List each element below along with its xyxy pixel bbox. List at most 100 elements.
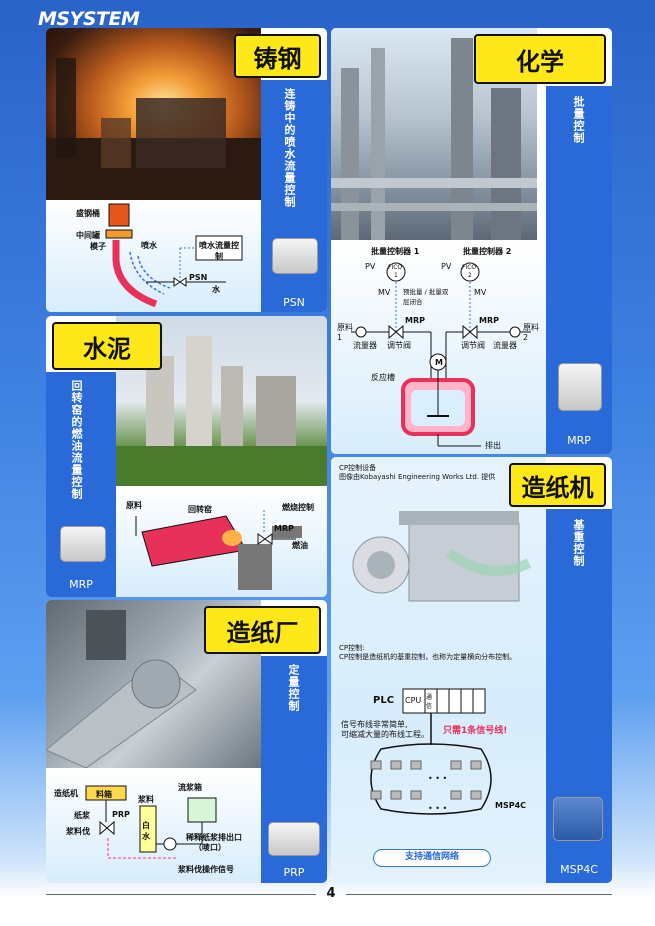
cement-title: 水泥 — [52, 322, 162, 370]
chem-tank-label: 反应槽 — [371, 373, 395, 382]
paper-ellipsis2: • • • — [428, 804, 448, 813]
paper-wiring2: 可缩减大量的布线工程。 — [341, 730, 429, 739]
steel-ladle-label: 盛钢桶 — [76, 209, 100, 218]
chem-ctrl1-label: 批量控制器 1 — [371, 247, 420, 256]
cement-subtitle: 回转窑的燃油流量控制 — [70, 380, 83, 500]
chem-ctrl2-label: 批量控制器 2 — [463, 247, 512, 256]
cement-photo-art — [116, 336, 327, 486]
steel-diagram: 盛钢桶 中间罐 模子 喷水 喷水流量控制 PSN 水 — [46, 200, 261, 312]
chem-motor-label: M — [435, 358, 443, 367]
mill-slurry-label: 浆料 — [138, 795, 154, 804]
cement-photo — [116, 316, 327, 486]
steel-product-label: PSN — [283, 296, 305, 309]
chem-mrp2-label: MRP — [479, 316, 499, 325]
cement-panel: 水泥 回转窑的燃油流量控制 MRP 原料 回转窑 燃烧控制 MRP 燃油 — [46, 316, 327, 597]
cement-fuel-label: 燃油 — [292, 541, 308, 550]
mill-outlet2-label: （唛口） — [194, 843, 226, 852]
paper-network-diagram — [370, 688, 492, 815]
chem-note-label: 预批量 / 批量双层闭合 — [403, 288, 449, 306]
footer-line-right — [346, 894, 612, 895]
papermill-subtitle: 定量控制 — [287, 664, 300, 712]
paper-wiring1: 信号布线非常简单, — [341, 720, 408, 729]
paper-highlight: 只需1条信号线! — [443, 726, 508, 736]
network-support-badge: 支持通信网络 — [373, 849, 491, 867]
chemical-diagram-art — [351, 262, 531, 447]
chemical-panel: 化学 批量控制 MRP 批量控制器 1 批量控制器 2 PV — [331, 28, 612, 454]
chemical-product-label: MRP — [567, 434, 591, 447]
chem-fico1-label: FICO — [388, 264, 403, 271]
steel-spray-label: 喷水 — [141, 241, 157, 250]
msp4c-product-image — [553, 797, 603, 841]
chem-pv1-label: PV — [365, 262, 376, 271]
cement-control-label: 燃烧控制 — [282, 503, 314, 512]
chem-mv1-label: MV — [378, 288, 391, 297]
chemical-subtitle: 批量控制 — [572, 96, 585, 144]
psn-product-image — [272, 238, 318, 274]
chem-mat1-label: 原料 1 — [337, 323, 353, 342]
chem-mrp1-label: MRP — [405, 316, 425, 325]
page-number: 4 — [326, 886, 336, 901]
cement-kiln-label: 回转窑 — [188, 505, 212, 514]
logo: MSYSTEM — [38, 8, 140, 30]
papermill-diagram-art — [85, 785, 217, 859]
mill-white-label: 白水 — [142, 821, 150, 841]
steel-water-label: 水 — [212, 285, 220, 294]
chemical-diagram: 批量控制器 1 批量控制器 2 PV PV FICO 1 FICO 2 MV M… — [331, 240, 546, 454]
paper-plc-label: PLC — [373, 695, 395, 706]
papermachine-credit1: CP控制设备 — [339, 464, 377, 472]
papermill-photo-art — [46, 610, 197, 768]
chemical-title: 化学 — [474, 34, 606, 84]
mill-prp-label: PRP — [112, 810, 130, 819]
chem-fico1-number: 1 — [394, 272, 398, 279]
chem-mv2-label: MV — [474, 288, 487, 297]
chem-fico2-number: 2 — [468, 272, 472, 279]
papermachine-product-label: MSP4C — [560, 863, 598, 876]
chemical-photo — [331, 28, 537, 240]
prp-product-image — [268, 822, 320, 856]
mill-signal-label: 浆料伐操作信号 — [178, 865, 234, 874]
chem-fico2-label: FICO — [462, 264, 477, 271]
papermachine-subtitle: 基重控制 — [572, 519, 585, 567]
papermachine-panel: 造纸机 基重控制 MSP4C CP控制设备 图像由Kobayashi Engin… — [331, 457, 612, 883]
mill-flowbox-label: 流浆箱 — [178, 783, 202, 792]
chem-out-label: 排出 — [485, 441, 501, 450]
steel-control-label: 喷水流量控制 — [199, 241, 239, 261]
paper-machine-illustration — [352, 511, 532, 602]
steel-valve-label: PSN — [189, 273, 208, 282]
papermill-title: 造纸厂 — [204, 606, 321, 654]
papermill-diagram: 造纸机 料箱 纸浆 PRP 浆料伐 浆料 白水 流浆箱 稀释纸浆排出口 （唛口）… — [46, 768, 261, 883]
mill-machine-label: 造纸机 — [54, 789, 78, 798]
mrp-product-image-2 — [60, 526, 106, 562]
papermill-panel: 造纸厂 定量控制 PRP 造纸机 料箱 纸浆 PRP 浆料伐 浆料 白水 流浆箱… — [46, 600, 327, 883]
mill-outlet1-label: 稀释纸浆排出口 — [186, 833, 242, 842]
chem-valve2-label: 调节阀 — [461, 341, 485, 350]
paper-cpu-label: CPU — [405, 696, 422, 705]
cement-material-label: 原料 — [126, 501, 142, 510]
steel-tundish-label: 中间罐 — [76, 231, 100, 240]
steel-photo — [46, 28, 261, 200]
steel-photo-art — [46, 58, 261, 200]
mill-box-label: 料箱 — [96, 790, 112, 799]
steel-subtitle: 连铸中的喷水流量控制 — [283, 88, 296, 208]
paper-device-label: MSP4C — [495, 801, 527, 810]
mrp-product-image-1 — [558, 363, 602, 411]
papermill-product-label: PRP — [283, 866, 305, 879]
paper-ellipsis1: • • • — [428, 774, 448, 783]
steel-title: 铸钢 — [234, 34, 321, 78]
chem-valve1-label: 调节阀 — [387, 341, 411, 350]
paper-comm-label: 通信 — [426, 694, 433, 710]
papermachine-note2: CP控制是造纸机的基重控制，也称为定量横向分布控制。 — [339, 653, 517, 661]
steel-panel: 铸钢 连铸中的喷水流量控制 PSN 盛钢桶 中间罐 模子 喷水 喷水流量控制 P… — [46, 28, 327, 312]
cement-product-label: MRP — [69, 578, 93, 591]
steel-mold-label: 模子 — [90, 242, 106, 251]
footer-line-left — [46, 894, 316, 895]
chem-pv2-label: PV — [441, 262, 452, 271]
papermachine-credit2: 图像由Kobayashi Engineering Works Ltd. 提供 — [339, 473, 496, 481]
cement-diagram: 原料 回转窑 燃烧控制 MRP 燃油 — [116, 486, 327, 597]
papermachine-note1: CP控制: — [339, 644, 365, 652]
papermachine-title: 造纸机 — [509, 463, 606, 507]
mill-pump-label: 浆料伐 — [66, 827, 90, 836]
mill-stock-label: 纸浆 — [74, 811, 90, 820]
steel-diagram-art — [105, 203, 243, 308]
chem-flow2-label: 流量器 — [493, 341, 517, 350]
